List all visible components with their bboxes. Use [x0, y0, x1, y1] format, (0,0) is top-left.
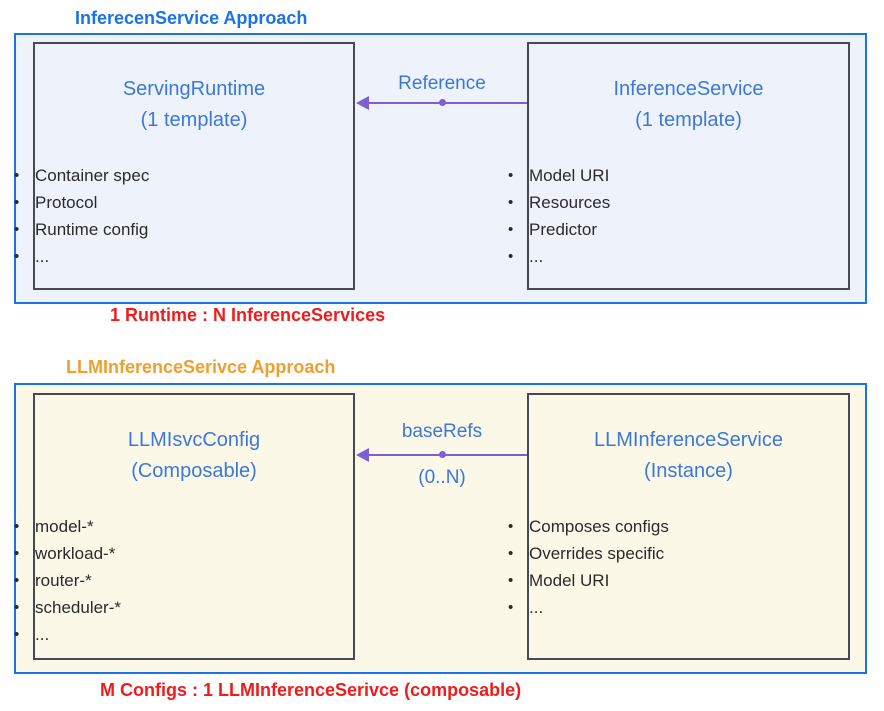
serving-runtime-box: ServingRuntime (1 template) Container sp… [14, 42, 355, 290]
arrow-midpoint-dot [439, 99, 446, 106]
list-item: Composes configs [508, 513, 848, 540]
arrow-midpoint-dot [439, 451, 446, 458]
baserefs-arrow [368, 454, 527, 456]
list-item: model-* [14, 513, 353, 540]
bullet-list: model-*workload-*router-*scheduler-*... [14, 513, 353, 648]
llm-inference-service-box: LLMInferenceService (Instance) Composes … [508, 393, 850, 660]
list-item: Resources [508, 189, 848, 216]
bottom-caption: M Configs : 1 LLMInferenceSerivce (compo… [100, 680, 522, 700]
box-subtitle: (Composable) [131, 460, 257, 482]
list-item: router-* [14, 567, 353, 594]
top-approach-container: ServingRuntime (1 template) Container sp… [14, 33, 867, 304]
top-caption: 1 Runtime : N InferenceServices [110, 305, 386, 325]
list-item: Runtime config [14, 216, 353, 243]
box-subtitle: (1 template) [140, 109, 248, 131]
bottom-section-title: LLMInferenceSerivce Approach [66, 357, 336, 377]
arrow-label: baseRefs [401, 421, 483, 442]
list-item: Model URI [508, 162, 848, 189]
bullet-list: Model URIResourcesPredictor... [508, 162, 848, 270]
box-title: LLMIsvcConfig [127, 429, 261, 451]
list-item: ... [14, 621, 353, 648]
list-item: Predictor [508, 216, 848, 243]
arrow-head-icon [356, 96, 369, 110]
list-item: scheduler-* [14, 594, 353, 621]
list-item: Model URI [508, 567, 848, 594]
list-item: Protocol [14, 189, 353, 216]
inference-service-box: InferenceService (1 template) Model URIR… [508, 42, 850, 290]
list-item: ... [508, 243, 848, 270]
list-item: Overrides specific [508, 540, 848, 567]
box-title: LLMInferenceService [594, 429, 783, 451]
arrow-cardinality-label: (0..N) [418, 467, 466, 488]
bullet-list: Composes configsOverrides specificModel … [508, 513, 848, 621]
box-title: InferenceService [613, 78, 764, 100]
box-subtitle: (1 template) [635, 109, 742, 131]
reference-arrow [368, 102, 527, 104]
list-item: workload-* [14, 540, 353, 567]
llm-isvc-config-box: LLMIsvcConfig (Composable) model-*worklo… [14, 393, 355, 660]
arrow-label: Reference [398, 73, 486, 94]
box-title: ServingRuntime [122, 78, 266, 100]
top-section-title: InferecenService Approach [75, 8, 308, 28]
list-item: Container spec [14, 162, 353, 189]
bottom-approach-container: LLMIsvcConfig (Composable) model-*worklo… [14, 383, 867, 674]
box-subtitle: (Instance) [644, 460, 733, 482]
list-item: ... [508, 594, 848, 621]
list-item: ... [14, 243, 353, 270]
bullet-list: Container specProtocolRuntime config... [14, 162, 353, 270]
arrow-head-icon [356, 448, 369, 462]
